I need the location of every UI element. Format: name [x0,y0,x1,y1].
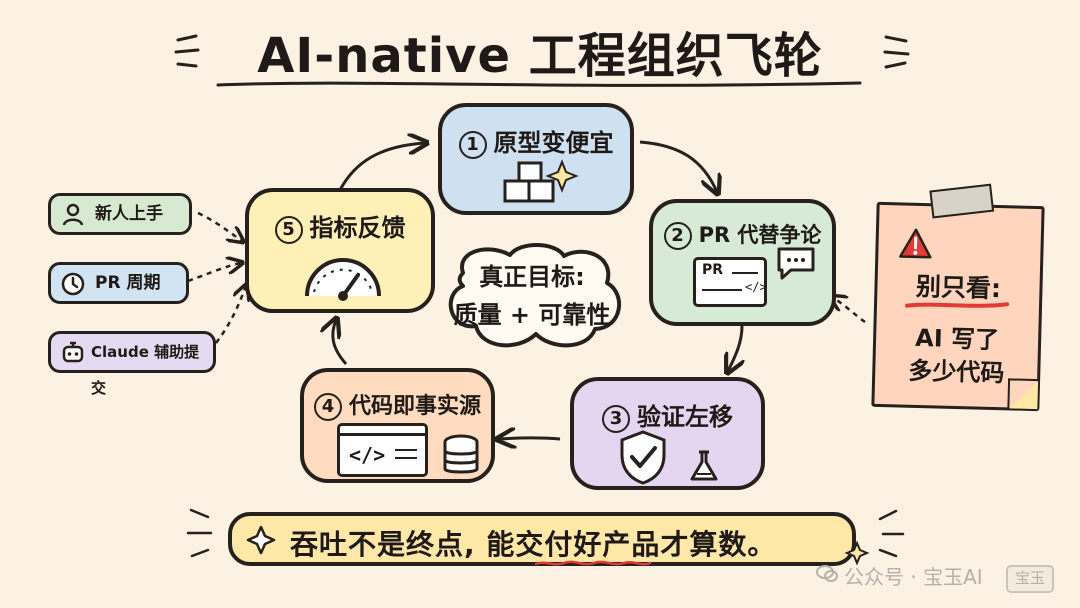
code-brackets-icon: </> [349,443,386,467]
arrow-1-to-2 [639,140,717,192]
step-number-3: 3 [602,405,630,433]
step-5-label: 指标反馈 [309,214,406,242]
warning-note-red-underline [905,302,1010,308]
title-right-sparkles [883,35,910,69]
decorative-strokes-right [878,509,905,558]
sparkle-icon [246,525,276,555]
decorative-strokes-left [186,508,213,558]
code-line-1 [395,449,417,451]
note-arrow [832,297,866,324]
step-number-5: 5 [274,216,303,244]
metric-pr-cycle-label: PR 周期 [95,273,161,293]
step-1-label: 原型变便宜 [493,129,614,157]
gauge-icon [305,258,381,301]
watermark: 公众号 · 宝玉AI 宝玉 [816,561,1054,593]
pr-window-line [732,272,758,274]
chat-bubble-icon [777,247,815,280]
metric-pr-cycle: PR 周期 [48,262,189,304]
step-4-label: 代码即事实源 [348,394,481,419]
step-number-2: 2 [663,222,692,250]
arrow-4-to-5 [333,320,348,365]
code-window-bar [340,426,425,436]
arrow-5-to-1 [338,143,425,191]
metric-newcomer-label: 新人上手 [95,204,163,224]
metric-claude-assisted-commits: Claude 辅助提交 [48,331,216,397]
center-goal-line-1: 真正目标: [479,263,585,291]
metric-arrow-newcomer [197,211,242,241]
metric-arrow-claude [215,286,246,344]
page-curl [1007,378,1039,410]
shield-check-icon [620,430,666,485]
boxes-icon [503,159,579,203]
warning-icon [899,228,932,259]
metric-claude-label: Claude 辅助提交 [91,343,200,397]
tape-strip [929,183,995,219]
wechat-icon [816,565,838,582]
metric-newcomer-onboarding: 新人上手 [48,193,192,235]
arrow-3-to-4 [499,438,561,439]
center-goal-line-2: 质量 + 可靠性 [453,301,611,329]
footer-banner-text: 吞吐不是终点, 能交付好产品才算数。 [290,528,777,561]
pr-window-label: PR [702,262,724,278]
warning-note-card: 别只看: AI 写了 多少代码 [871,183,1045,412]
title-left-sparkles [174,34,200,68]
flask-icon [690,450,718,481]
code-tag-icon: </> [745,280,767,294]
robot-icon [62,341,84,363]
step-3-label: 验证左移 [637,403,733,431]
pr-window-code-line [702,289,742,291]
warning-note-line-2: AI 写了 [914,323,1000,355]
banner-red-squiggle [534,560,652,566]
step-number-1: 1 [458,131,487,159]
code-window-icon: </> [337,423,428,477]
title-underline [216,81,862,87]
code-line-2 [395,457,417,459]
banner-star-icon [844,540,870,566]
arrow-2-to-3 [728,325,742,371]
step-number-4: 4 [313,393,342,421]
page-title: AI-native 工程组织飞轮 [257,28,823,84]
center-goal-text: 真正目标: 质量 + 可靠性 [452,258,612,334]
step-2-label: PR 代替争论 [698,223,822,247]
warning-note-line-3: 多少代码 [907,356,1005,388]
person-icon [62,203,84,226]
metric-arrow-pr-cycle [187,263,241,283]
database-icon [443,434,479,474]
center-goal-cloud [448,243,622,348]
watermark-text: 公众号 · 宝玉AI [844,565,983,589]
pr-window-icon: PR </> [693,257,767,307]
footer-banner: 吞吐不是终点, 能交付好产品才算数。 [228,512,856,566]
clock-icon [61,272,85,296]
watermark-logo: 宝玉 [1006,565,1054,593]
